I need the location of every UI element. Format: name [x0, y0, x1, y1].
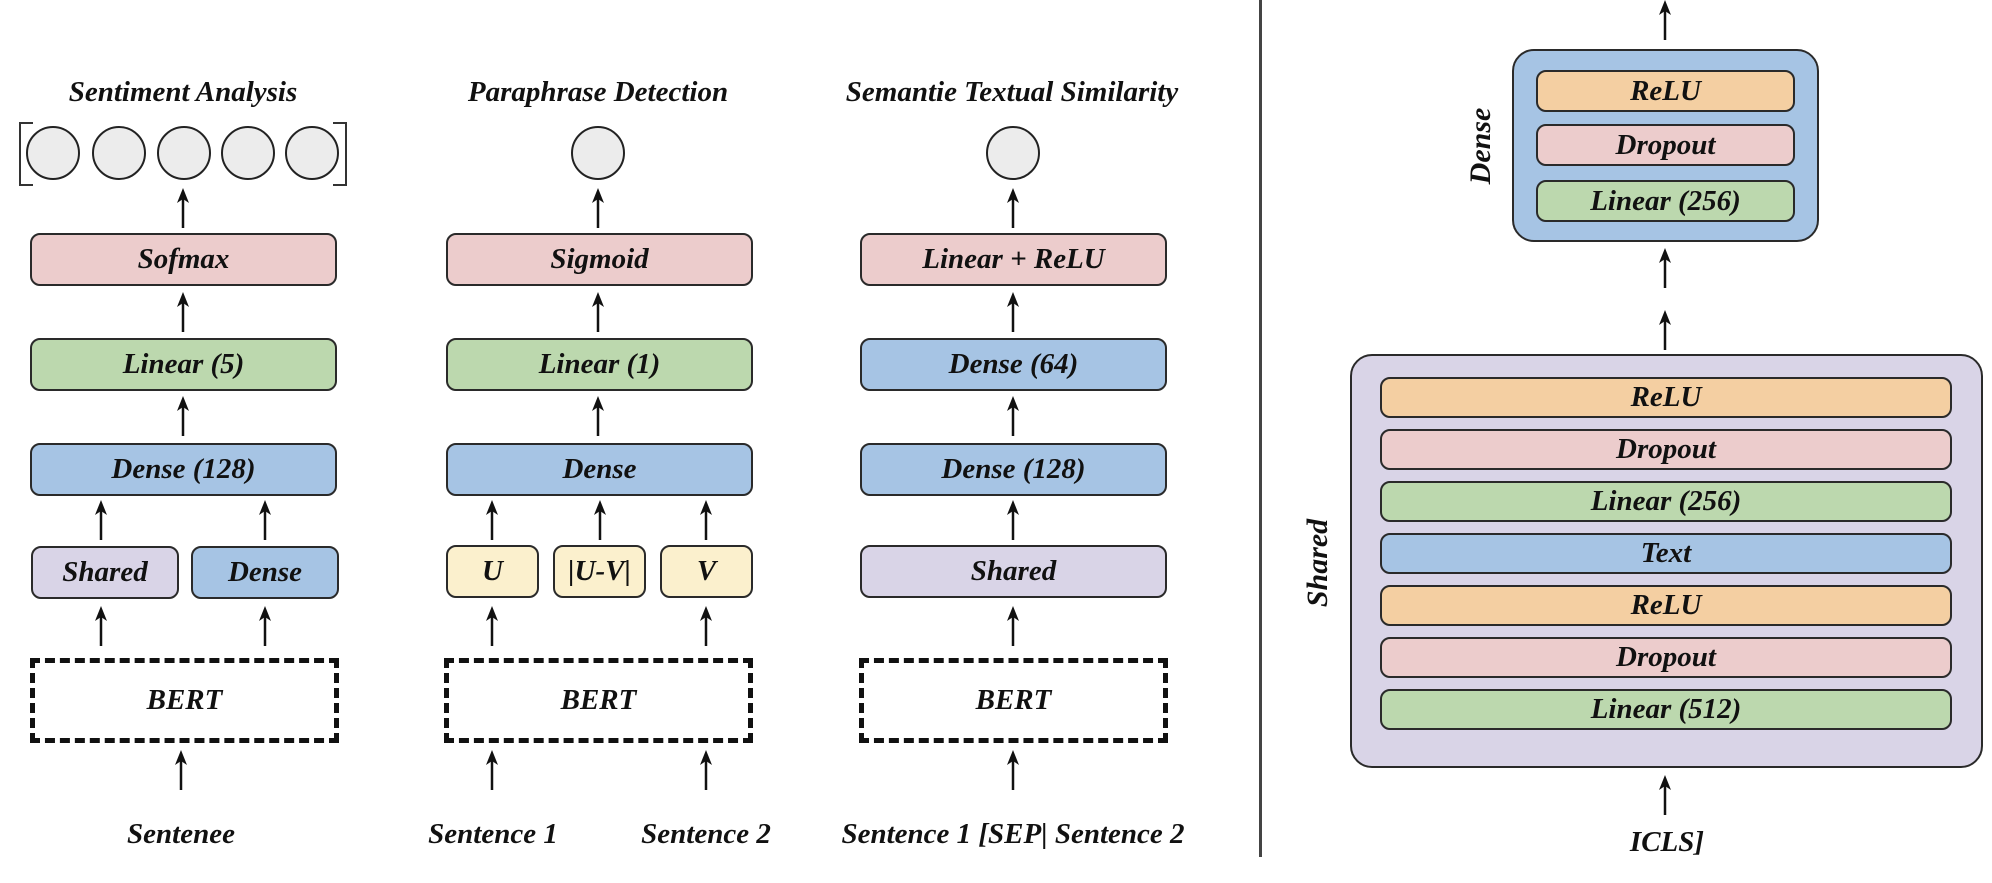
arrow-up-icon	[482, 750, 502, 790]
vector-abs-diff: |U-V|	[553, 545, 646, 598]
arrow-up-icon	[1003, 188, 1023, 228]
arrow-up-icon	[255, 606, 275, 646]
cls-input-label: ICLS]	[1629, 826, 1705, 858]
layer-linear: Linear (5)	[30, 338, 337, 391]
output-node	[92, 126, 146, 180]
shared-layer-relu-2: ReLU	[1380, 585, 1952, 626]
arrow-up-icon	[696, 750, 716, 790]
input-label-sentence-2: Sentence 2	[641, 818, 771, 850]
output-node	[221, 126, 275, 180]
layer-dense-128: Dense (128)	[860, 443, 1167, 496]
arrow-up-icon	[590, 500, 610, 540]
arrow-up-icon	[1003, 750, 1023, 790]
vector-v: V	[660, 545, 753, 598]
arrow-up-icon	[171, 750, 191, 790]
input-label: Sentence 1 [SEP| Sentence 2	[841, 818, 1185, 850]
layer-shared: Shared	[860, 545, 1167, 598]
arrow-up-icon	[1003, 396, 1023, 436]
shared-block-label: Shared	[1301, 518, 1334, 608]
branch-shared: Shared	[31, 546, 179, 599]
bert-encoder: BERT	[30, 658, 339, 743]
output-node	[986, 126, 1040, 180]
layer-softmax: Sofmax	[30, 233, 337, 286]
arrow-up-icon	[1655, 775, 1675, 815]
arrow-up-icon	[1655, 0, 1675, 40]
arrow-up-icon	[91, 606, 111, 646]
arrow-up-icon	[173, 188, 193, 228]
arrow-up-icon	[482, 606, 502, 646]
output-node	[157, 126, 211, 180]
layer-dense: Dense	[446, 443, 753, 496]
output-node	[285, 126, 339, 180]
panel-title: Semantie Textual Similarity	[845, 76, 1179, 108]
panel-title: Sentiment Analysis	[68, 76, 298, 108]
dense-layer-linear: Linear (256)	[1536, 180, 1795, 222]
arrow-up-icon	[1003, 606, 1023, 646]
panel-title: Paraphrase Detection	[467, 76, 729, 108]
arrow-up-icon	[173, 292, 193, 332]
shared-layer-linear-256: Linear (256)	[1380, 481, 1952, 522]
shared-layer-dropout: Dropout	[1380, 429, 1952, 470]
layer-sigmoid: Sigmoid	[446, 233, 753, 286]
output-node	[571, 126, 625, 180]
input-label: Sentenee	[127, 818, 235, 850]
bert-encoder: BERT	[444, 658, 753, 743]
layer-dense-64: Dense (64)	[860, 338, 1167, 391]
arrow-up-icon	[255, 500, 275, 540]
output-node	[26, 126, 80, 180]
bert-encoder: BERT	[859, 658, 1168, 743]
arrow-up-icon	[1003, 500, 1023, 540]
shared-layer-relu: ReLU	[1380, 377, 1952, 418]
input-label-sentence-1: Sentence 1	[428, 818, 558, 850]
dense-layer-dropout: Dropout	[1536, 124, 1795, 166]
arrow-up-icon	[696, 500, 716, 540]
dense-layer-relu: ReLU	[1536, 70, 1795, 112]
arrow-up-icon	[91, 500, 111, 540]
arrow-up-icon	[482, 500, 502, 540]
layer-linear: Linear (1)	[446, 338, 753, 391]
panel-divider	[1259, 0, 1262, 857]
arrow-up-icon	[588, 292, 608, 332]
shared-layer-text: Text	[1380, 533, 1952, 574]
layer-linear-relu: Linear + ReLU	[860, 233, 1167, 286]
arrow-up-icon	[696, 606, 716, 646]
shared-layer-dropout-2: Dropout	[1380, 637, 1952, 678]
arrow-up-icon	[588, 396, 608, 436]
branch-dense: Dense	[191, 546, 339, 599]
arrow-up-icon	[588, 188, 608, 228]
left-bracket	[19, 122, 33, 186]
vector-u: U	[446, 545, 539, 598]
right-bracket	[333, 122, 347, 186]
arrow-up-icon	[1655, 248, 1675, 288]
layer-dense: Dense (128)	[30, 443, 337, 496]
dense-block-label: Dense	[1464, 107, 1497, 185]
shared-layer-linear-512: Linear (512)	[1380, 689, 1952, 730]
arrow-up-icon	[173, 396, 193, 436]
arrow-up-icon	[1655, 310, 1675, 350]
arrow-up-icon	[1003, 292, 1023, 332]
